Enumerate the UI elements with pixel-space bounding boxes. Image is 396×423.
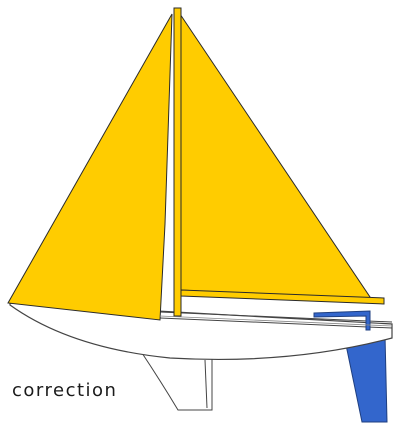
hull [10, 303, 392, 359]
rudder [345, 335, 387, 422]
main-sail [180, 14, 372, 300]
mast [174, 8, 181, 316]
caption-label: correction [12, 380, 117, 401]
jib-sail [8, 14, 172, 320]
